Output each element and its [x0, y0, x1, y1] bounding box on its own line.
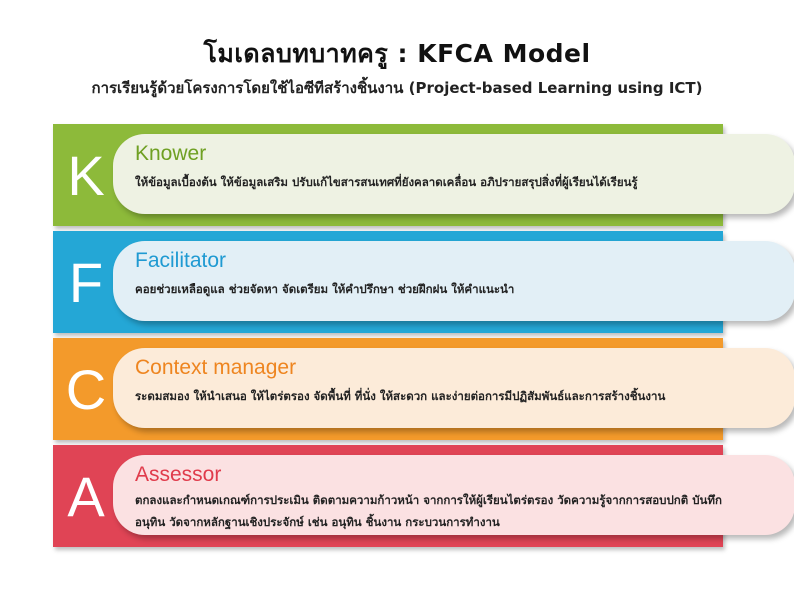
role-title: Context manager — [135, 356, 297, 379]
role-description: ให้ข้อมูลเบื้องต้น ให้ข้อมูลเสริม ปรับแก… — [135, 175, 638, 189]
role-letter: K — [67, 143, 105, 207]
role-description: ตกลงและกำหนดเกณฑ์การประเมิน ติดตามความก้… — [135, 493, 722, 529]
role-title: Assessor — [135, 463, 222, 486]
role-letter: F — [68, 250, 104, 314]
role-title: Knower — [135, 142, 207, 165]
role-description: คอยช่วยเหลือดูแล ช่วยจัดหา จัดเตรียม ให้… — [135, 282, 515, 296]
role-card — [113, 241, 794, 321]
role-letter: C — [65, 357, 107, 421]
role-row-facilitator: F Facilitator คอยช่วยเหลือดูแล ช่วยจัดหา… — [53, 231, 794, 333]
page-title: โมเดลบทบาทครู : KFCA Model — [203, 39, 591, 68]
role-row-assessor: A Assessor ตกลงและกำหนดเกณฑ์การประเมิน ต… — [53, 445, 794, 547]
role-description: ระดมสมอง ให้นำเสนอ ให้ไตร่ตรอง จัดพื้นที… — [135, 389, 666, 403]
role-card — [113, 348, 794, 428]
role-card — [113, 134, 794, 214]
role-letter: A — [67, 464, 105, 528]
role-card — [113, 455, 794, 535]
page-subtitle: การเรียนรู้ด้วยโครงการโดยใช้ไอซีทีสร้างช… — [91, 79, 703, 97]
role-title: Facilitator — [135, 249, 227, 272]
role-row-context-manager: C Context manager ระดมสมอง ให้นำเสนอ ให้… — [53, 338, 794, 440]
role-row-knower: K Knower ให้ข้อมูลเบื้องต้น ให้ข้อมูลเสร… — [53, 124, 794, 226]
